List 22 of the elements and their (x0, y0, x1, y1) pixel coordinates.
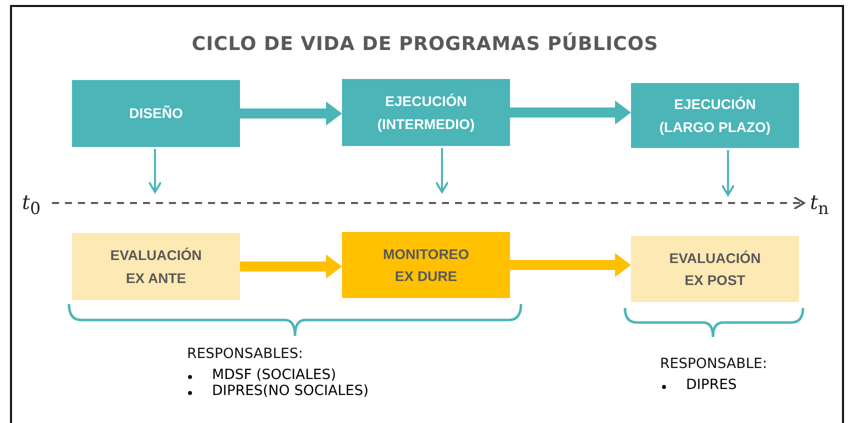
bullet-item: DIPRES(NO SOCIALES) (184, 383, 369, 399)
monitoring-box: MONITOREO EX DURE (342, 232, 510, 298)
bullet-item: DIPRES (658, 377, 737, 393)
time-label: t$_{0}$ (22, 190, 41, 218)
process-box: EJECUCIÓN (INTERMEDIO) (342, 79, 510, 146)
responsible-heading: RESPONSABLE: (660, 356, 768, 372)
evaluation-box: EVALUACIÓN EX ANTE (72, 233, 240, 300)
block-arrow (510, 100, 631, 124)
block-arrow (240, 102, 342, 126)
process-box: EJECUCIÓN (LARGO PLAZO) (631, 83, 799, 148)
bullet-item: MDSF (SOCIALES) (184, 367, 369, 383)
block-arrow (240, 254, 342, 278)
time-label: t$_{n}$ (810, 190, 829, 218)
arrow (148, 149, 162, 193)
evaluation-box: EVALUACIÓN EX POST (631, 236, 799, 302)
arrow (721, 150, 735, 196)
diagram-title: CICLO DE VIDA DE PROGRAMAS PÚBLICOS (190, 33, 660, 55)
block-arrow (510, 253, 631, 277)
process-box: DISEÑO (72, 80, 240, 147)
responsible-heading: RESPONSABLES: (187, 346, 303, 362)
arrow (435, 148, 449, 193)
timeline-arrow (52, 196, 805, 210)
